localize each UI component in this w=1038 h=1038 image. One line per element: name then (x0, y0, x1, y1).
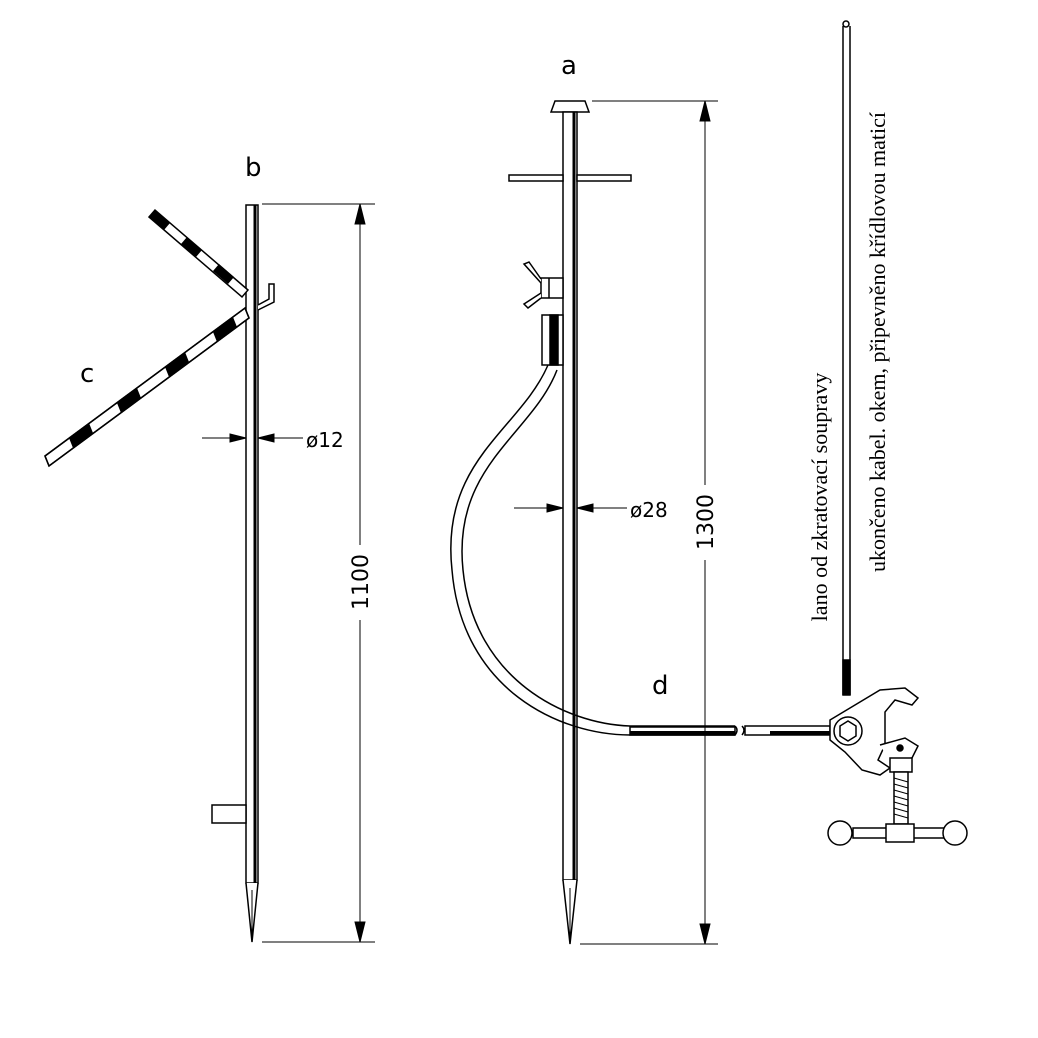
striped-marker-c (44, 208, 250, 468)
right-rod-assembly (450, 100, 831, 945)
label-a: a (561, 51, 577, 81)
dimension-diameter-12-text: ø12 (306, 428, 344, 452)
label-b: b (245, 153, 262, 183)
dimension-1100 (262, 203, 375, 943)
dimension-diameter-28 (514, 503, 627, 513)
note-rope: lano od zkratovací soupravy (807, 373, 832, 622)
note-cable-end: ukončeno kabel. okem, připevněno křídlov… (865, 112, 890, 572)
dimension-diameter-28-text: ø28 (630, 498, 668, 522)
wing-nut-icon (522, 261, 564, 309)
label-d: d (652, 671, 669, 701)
short-circuit-rope (842, 20, 851, 696)
earthing-cable (450, 364, 831, 736)
dimension-1300 (580, 100, 718, 945)
dimension-1100-text: 1100 (349, 554, 374, 610)
left-rod-assembly (44, 203, 375, 943)
rod-b (211, 204, 275, 943)
label-c: c (80, 359, 94, 389)
rod-a (508, 100, 632, 945)
dimension-diameter-12 (202, 433, 303, 443)
dimension-1300-text: 1300 (694, 494, 719, 550)
clamp-icon (827, 687, 968, 846)
